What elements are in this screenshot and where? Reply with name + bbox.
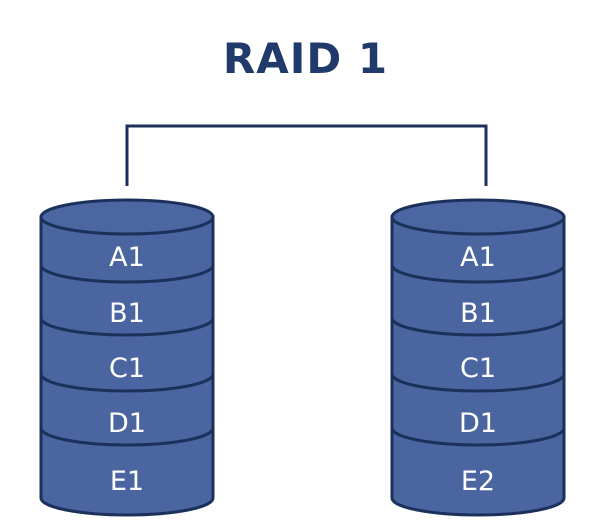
segment-label-d1: D1: [459, 408, 497, 439]
segment-divider: [390, 373, 566, 393]
segment-label-a1: A1: [109, 242, 145, 273]
segment-divider: [390, 264, 566, 284]
disk-body: [390, 215, 566, 517]
segment-divider: [39, 427, 215, 447]
segment-divider: [39, 264, 215, 284]
mirror-connector: [125, 124, 488, 186]
segment-label-e2: E2: [461, 466, 495, 497]
segment-label-c1: C1: [460, 353, 496, 384]
segment-label-e1: E1: [110, 466, 144, 497]
segment-divider: [39, 317, 215, 337]
disk-top: [390, 198, 566, 236]
segment-label-b1: B1: [460, 298, 496, 329]
disk-body: [39, 215, 215, 517]
segment-label-c1: C1: [109, 353, 145, 384]
segment-label-a1: A1: [460, 242, 496, 273]
disk-top: [39, 198, 215, 236]
segment-label-d1: D1: [108, 408, 146, 439]
segment-label-b1: B1: [109, 298, 145, 329]
segment-divider: [390, 427, 566, 447]
segment-divider: [39, 373, 215, 393]
diagram-title: RAID 1: [222, 34, 389, 83]
segment-divider: [390, 317, 566, 337]
